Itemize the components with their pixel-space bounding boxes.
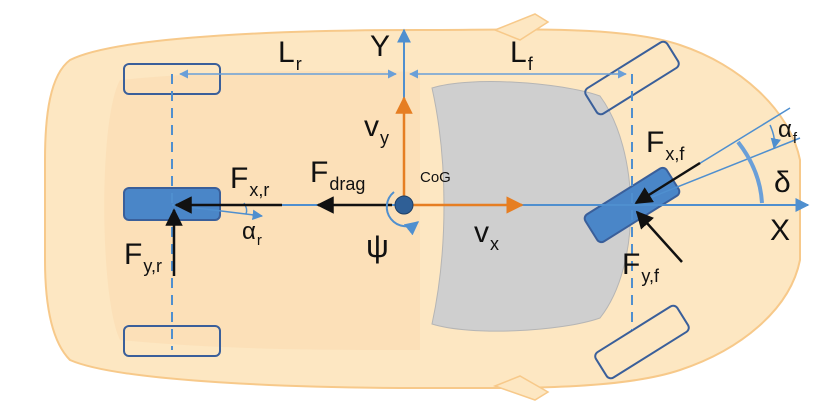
label-vy: vy <box>364 110 389 148</box>
steering-angle-arc <box>736 140 764 204</box>
front-velocity-line <box>631 137 801 206</box>
label-lr: Lr <box>278 36 302 74</box>
label-lf: Lf <box>510 36 533 74</box>
front-slip-angle-arc <box>769 124 781 150</box>
label-fxr: Fx,r <box>230 162 270 200</box>
front-right-wheel <box>594 304 690 380</box>
yaw-rate-arc <box>385 191 420 236</box>
cog-marker <box>394 195 414 215</box>
label-psi: ψ <box>366 228 389 264</box>
mirror-top <box>492 13 550 41</box>
front-left-wheel <box>584 40 680 116</box>
label-alpha-r: αr <box>242 218 262 249</box>
label-vx: vx <box>474 216 499 254</box>
label-x-axis: X <box>770 214 791 247</box>
label-fyf: Fy,f <box>622 248 659 286</box>
mirror-bottom <box>492 375 550 401</box>
fxf-vector <box>634 161 701 205</box>
label-alpha-f: αf <box>778 116 798 147</box>
fyf-vector <box>635 210 683 263</box>
label-cog: CoG <box>420 169 451 186</box>
rear-right-wheel <box>123 325 221 357</box>
label-delta: δ <box>774 166 791 199</box>
car-body <box>44 13 801 401</box>
label-fxf: Fx,f <box>646 126 685 164</box>
label-fdrag: Fdrag <box>310 156 366 194</box>
label-fyr: Fy,r <box>124 238 162 276</box>
label-y-axis: Y <box>370 30 391 63</box>
windshield <box>431 81 632 332</box>
